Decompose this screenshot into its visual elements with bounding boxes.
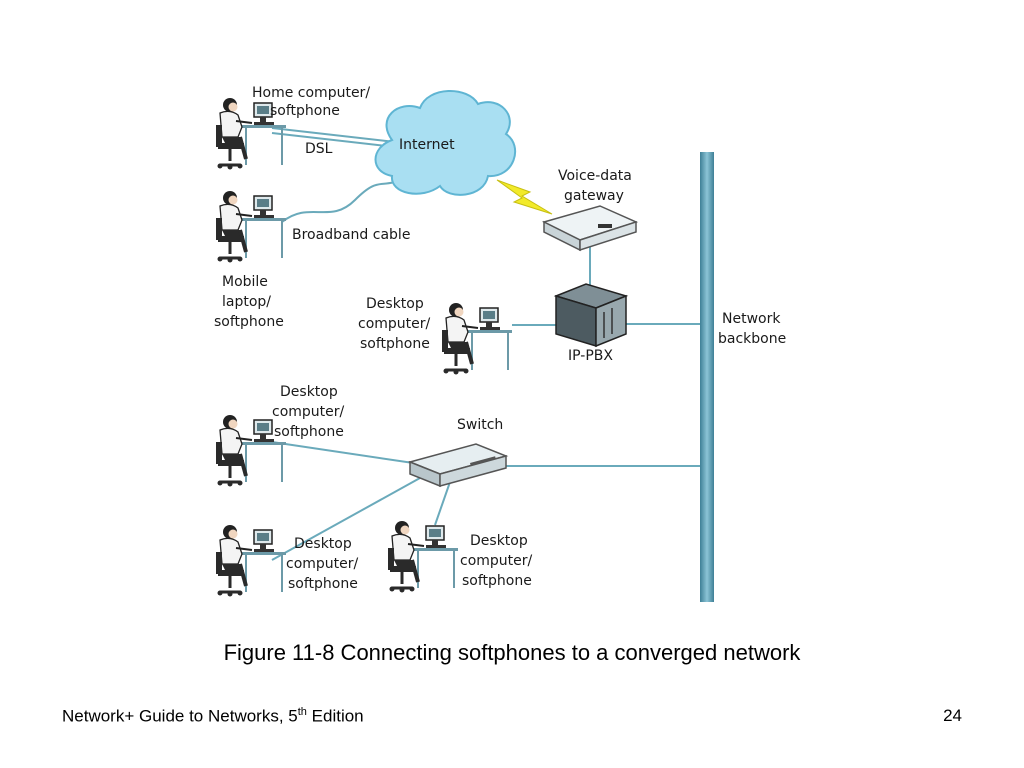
dsl-label: DSL bbox=[305, 141, 333, 157]
voice-data-gateway-label: Voice-data gateway bbox=[558, 168, 636, 204]
desktop-switch-left-label: Desktop computer/ softphone bbox=[286, 536, 363, 592]
network-backbone-bar bbox=[700, 152, 714, 602]
footer-title-edition: Edition bbox=[306, 706, 364, 726]
broadband-cable-label: Broadband cable bbox=[292, 227, 410, 243]
voice-data-gateway-icon bbox=[541, 205, 639, 252]
home-computer-label: Home computer/ softphone bbox=[252, 85, 374, 119]
figure-caption: Figure 11-8 Connecting softphones to a c… bbox=[223, 640, 801, 665]
ip-pbx-icon bbox=[553, 283, 629, 348]
desktop-switch-left-user-icon bbox=[214, 523, 288, 599]
internet-label: Internet bbox=[399, 137, 455, 153]
desktop-switch-right-user-icon bbox=[386, 519, 460, 595]
internet-cloud bbox=[374, 90, 516, 196]
footer-title-main: Network+ Guide to Networks, 5 bbox=[62, 706, 298, 726]
network-diagram: Home computer/ softphone DSL Internet Br… bbox=[214, 85, 786, 602]
page-number: 24 bbox=[943, 706, 962, 725]
connection-lines bbox=[271, 127, 700, 561]
ip-pbx-label: IP-PBX bbox=[568, 348, 613, 364]
footer-title-superscript: th bbox=[297, 706, 307, 718]
desktop-switch-top-label: Desktop computer/ softphone bbox=[272, 384, 349, 440]
wireless-lightning-icon bbox=[496, 179, 553, 215]
switch-label: Switch bbox=[457, 417, 503, 433]
desktop-pbx-user-icon bbox=[440, 301, 514, 377]
desktop-switch-right-label: Desktop computer/ softphone bbox=[460, 533, 537, 589]
switch-icon bbox=[407, 443, 509, 488]
footer-book-title: Network+ Guide to Networks, 5th Edition bbox=[62, 706, 364, 727]
desktop-pbx-label: Desktop computer/ softphone bbox=[358, 296, 435, 352]
mobile-laptop-user-icon bbox=[214, 189, 288, 265]
network-backbone-label: Network backbone bbox=[718, 311, 786, 347]
mobile-laptop-label: Mobile laptop/ softphone bbox=[214, 274, 284, 330]
